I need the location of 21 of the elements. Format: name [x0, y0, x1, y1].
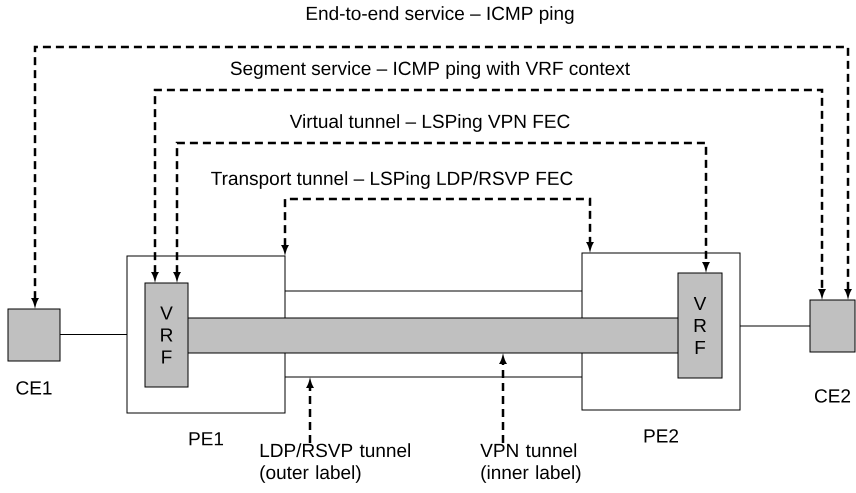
- vrf-box: V R F: [144, 282, 188, 388]
- dashed-arrow: [152, 88, 826, 296]
- edge-label: End-to-end service – ICMP ping: [306, 6, 574, 24]
- callout-text: LDP/RSVP tunnel (outer label): [260, 443, 410, 483]
- node-label: CE2: [814, 389, 850, 403]
- router-box: CE2: [810, 300, 856, 403]
- node-label: PE2: [644, 429, 678, 442]
- router-box: CE1: [8, 308, 60, 395]
- node-label: PE1: [190, 432, 224, 446]
- node-label: CE1: [16, 381, 52, 395]
- edge-label: Segment service – ICMP ping with VRF context: [230, 61, 630, 79]
- dashed-arrow: [282, 198, 594, 252]
- dashed-arrow: [174, 142, 710, 280]
- callout-text: VPN tunnel (inner label): [480, 443, 580, 483]
- edge-label: Virtual tunnel – LSPing VPN FEC: [290, 114, 570, 132]
- leader-line: [500, 356, 506, 443]
- link-line: [60, 334, 128, 335]
- leader-line: [306, 380, 314, 443]
- vrf-box: V R F: [678, 272, 722, 378]
- dashed-arrow: [32, 46, 852, 306]
- edge-label: Transport tunnel – LSPing LDP/RSVP FEC: [211, 171, 573, 189]
